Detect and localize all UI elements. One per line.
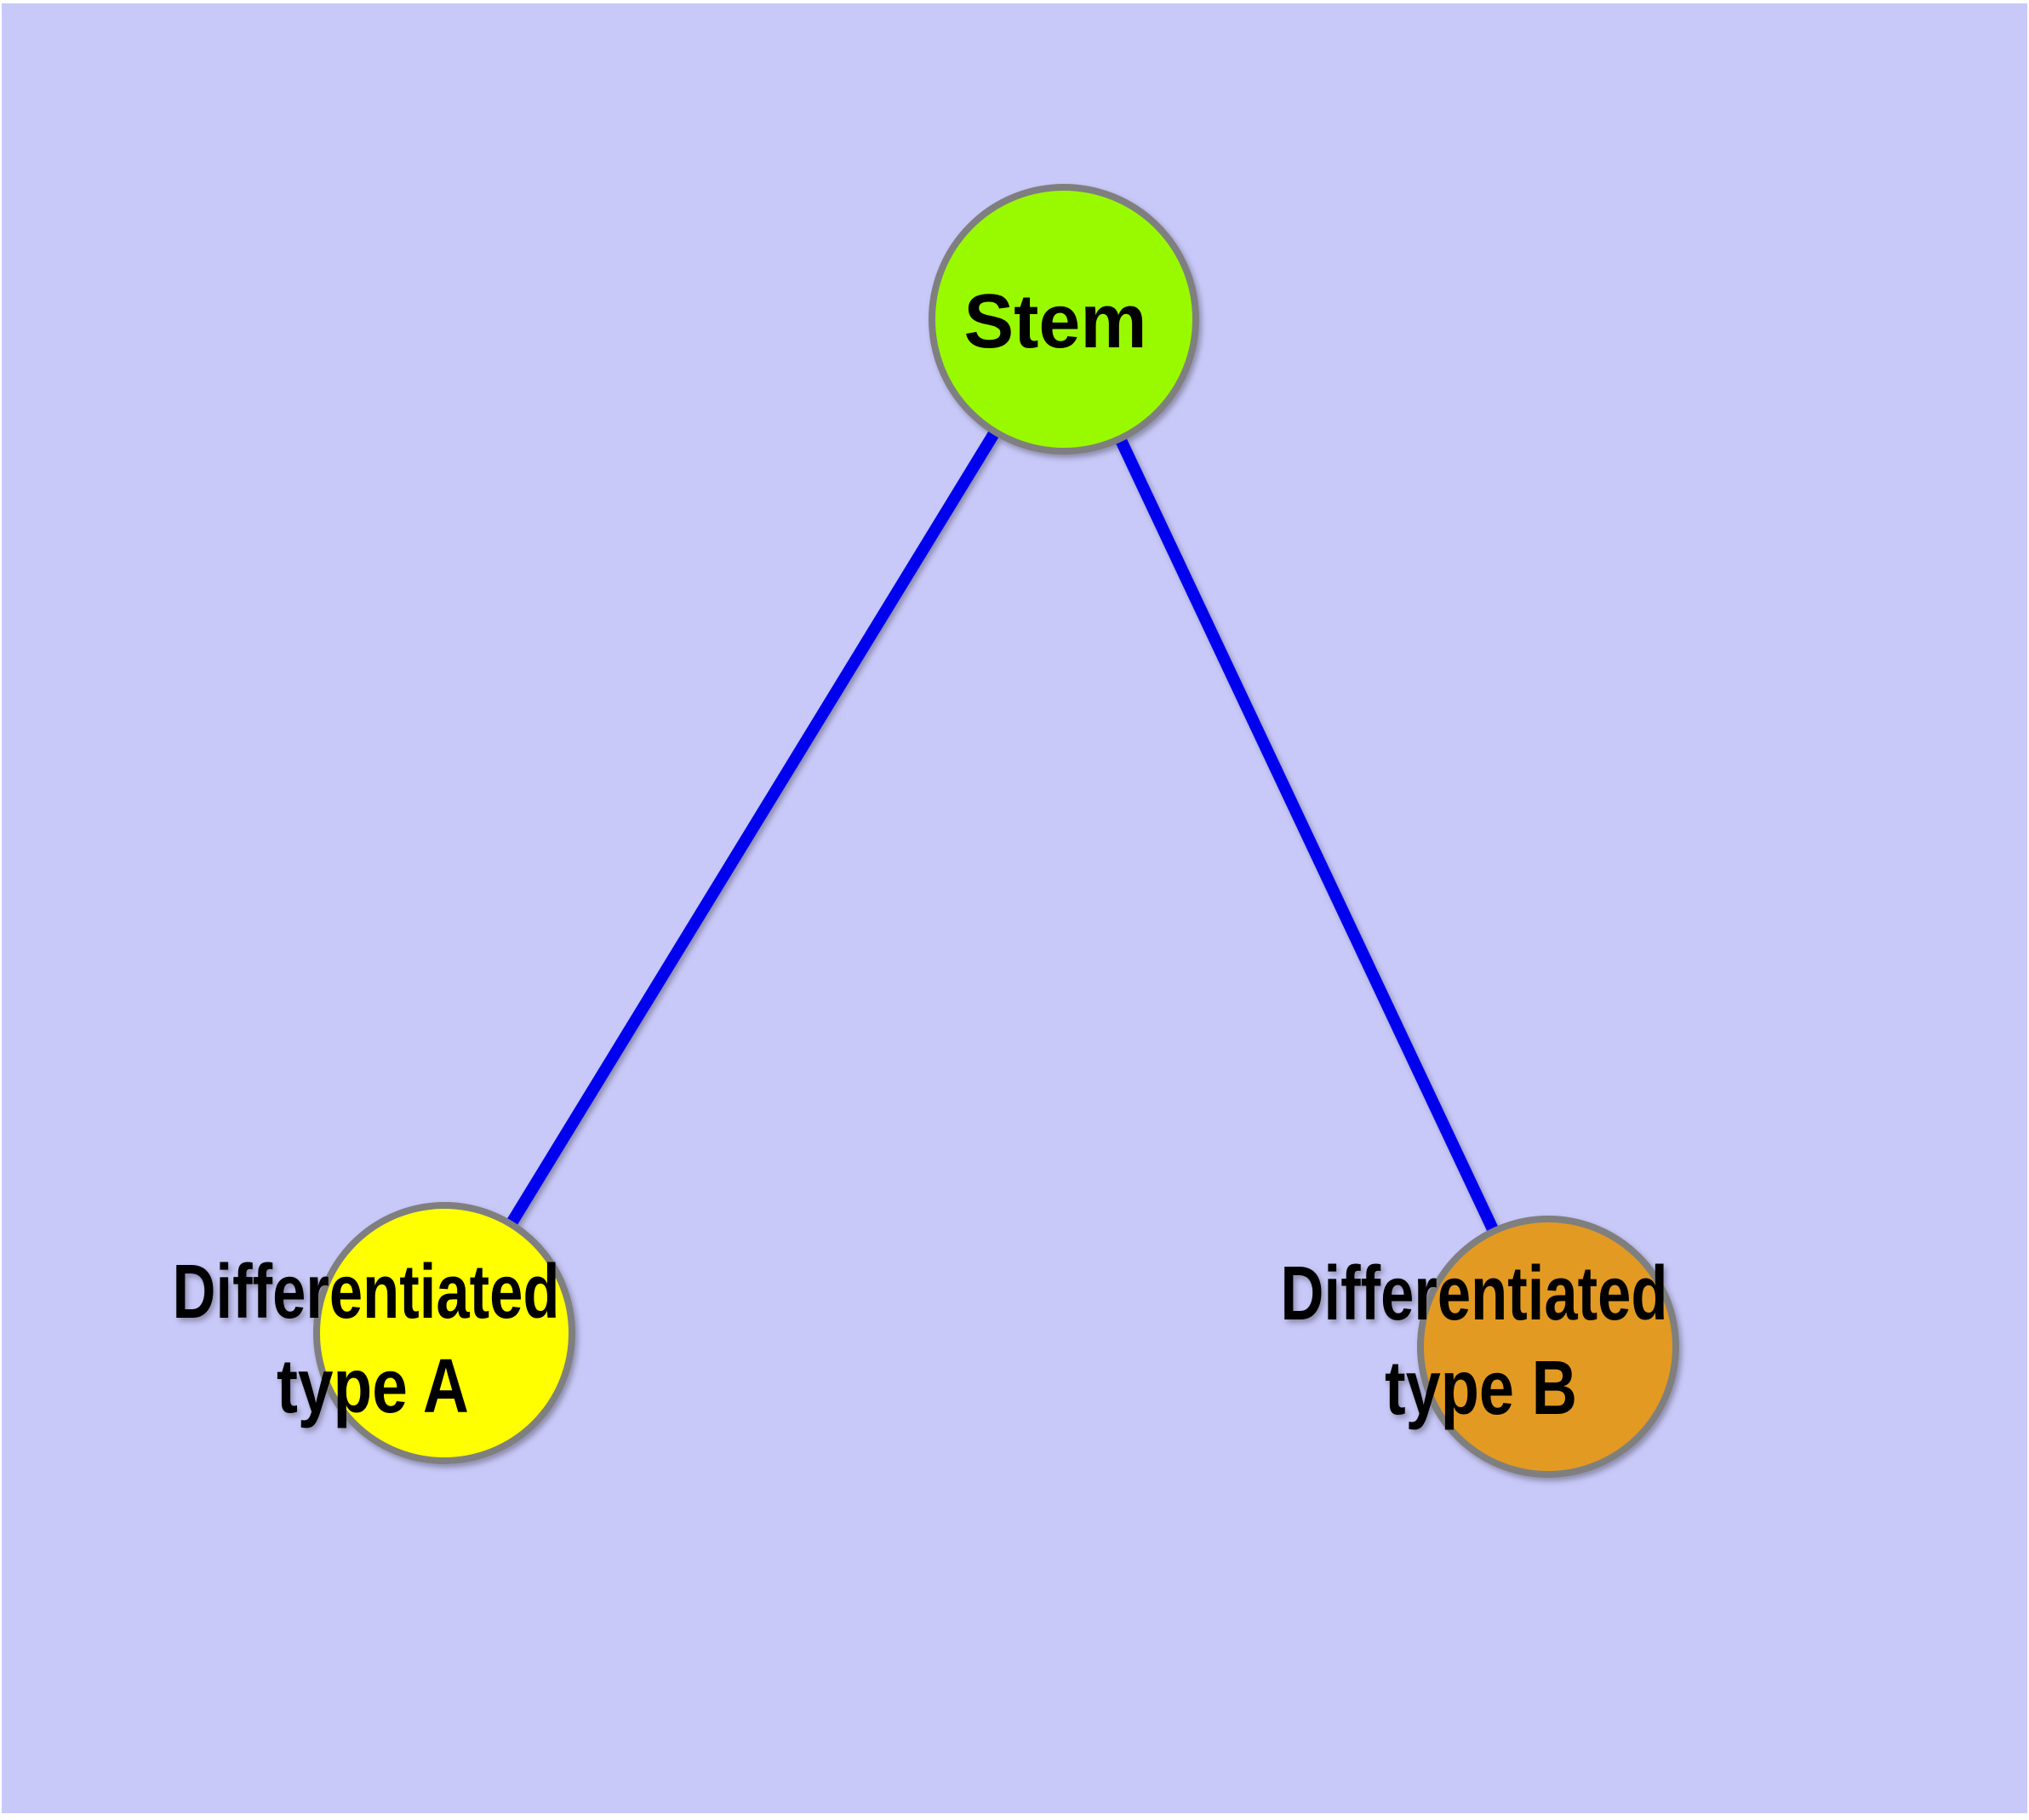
node-type-b-label-line1: Differentiated — [1281, 1251, 1668, 1336]
node-type-a-label-line1: Differentiated — [173, 1250, 560, 1335]
node-type-a-label-line2: type A — [277, 1344, 469, 1429]
edge-stem-to-type-a — [439, 316, 1069, 1336]
node-stem — [929, 184, 1199, 455]
edge-stem-to-type-b — [1058, 317, 1554, 1349]
node-differentiated-type-a — [313, 1202, 575, 1464]
node-differentiated-type-b — [1417, 1216, 1679, 1478]
node-stem-label: Stem — [964, 279, 1147, 364]
node-type-b-label-line2: type B — [1385, 1346, 1577, 1431]
